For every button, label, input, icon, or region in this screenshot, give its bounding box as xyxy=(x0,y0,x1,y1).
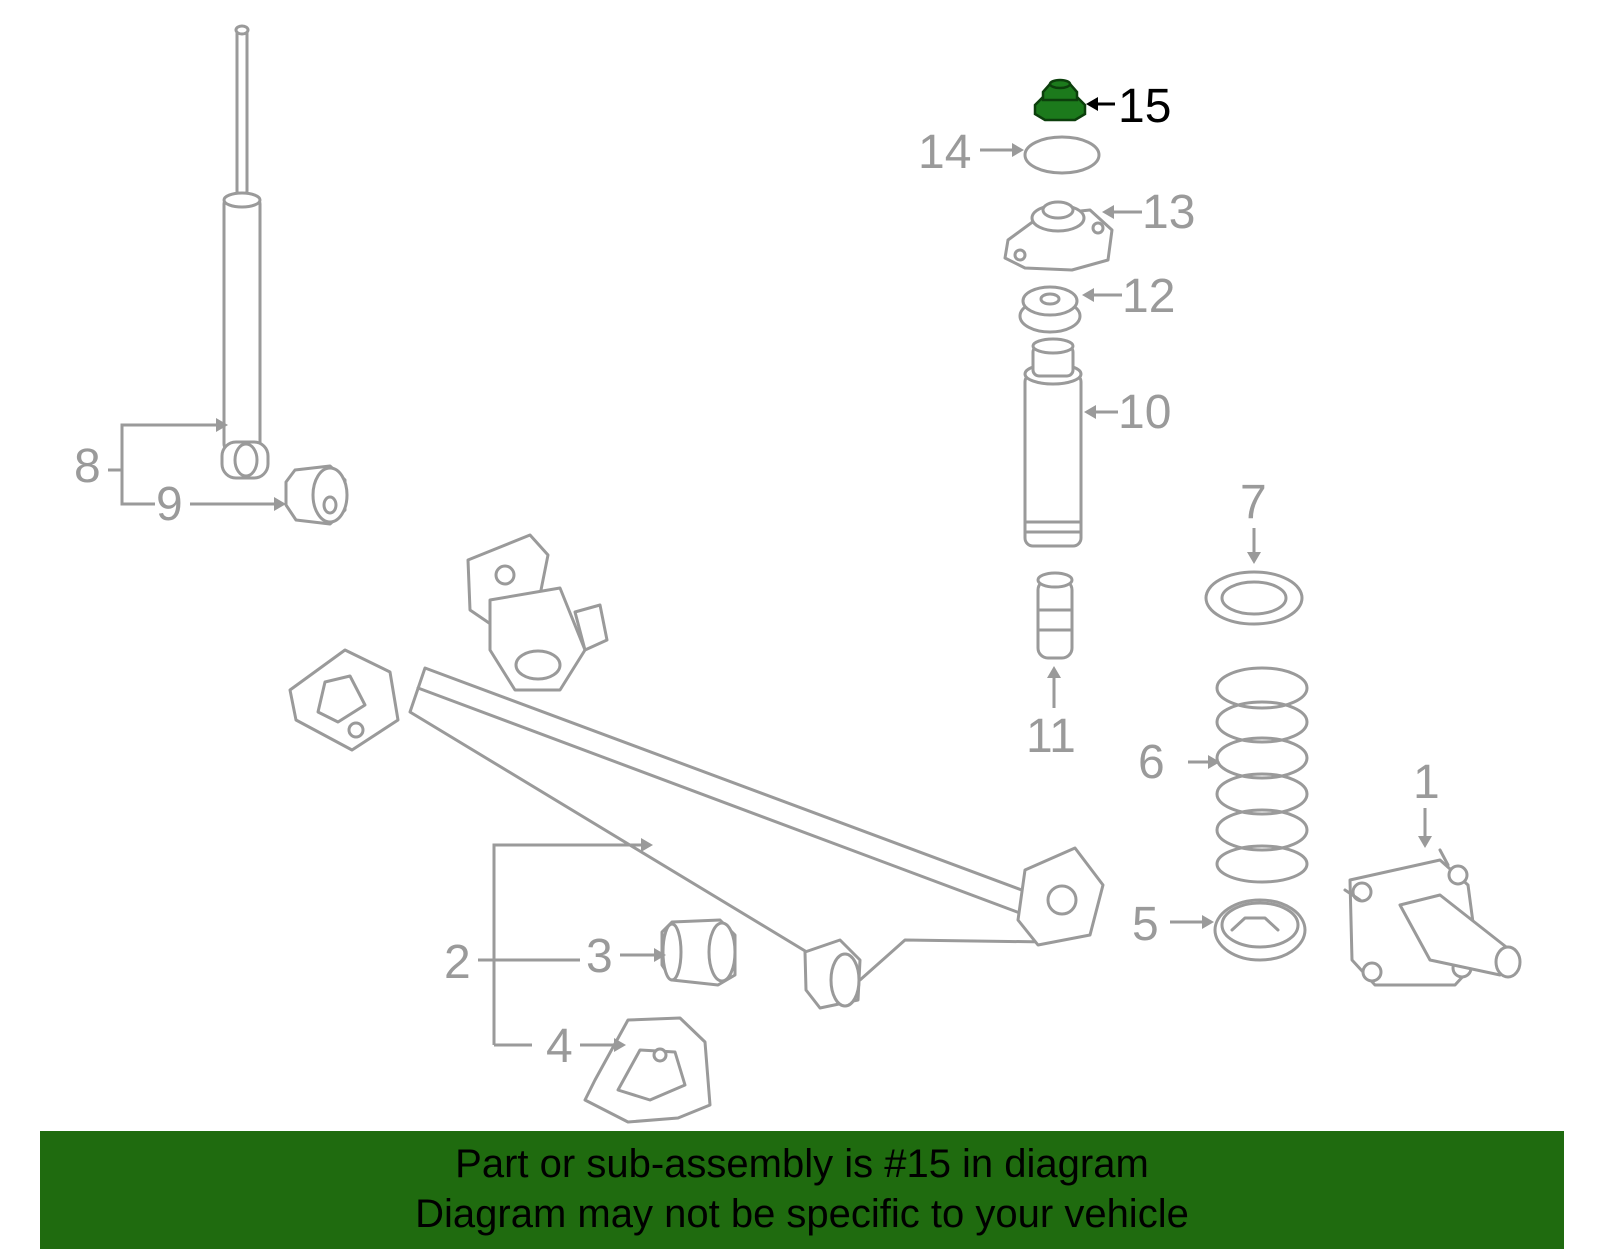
callout-6: 6 xyxy=(1138,736,1165,789)
leader-line-1 xyxy=(1418,808,1432,848)
callout-3: 3 xyxy=(586,930,613,983)
callout-4: 4 xyxy=(546,1020,573,1073)
part-6-coil-spring[interactable] xyxy=(1215,666,1309,884)
callout-8: 8 xyxy=(74,440,101,493)
leader-line-15 xyxy=(1086,97,1115,111)
part-12-bushing[interactable] xyxy=(1018,285,1082,334)
callout-11: 11 xyxy=(1026,710,1076,763)
part-10-dust-boot[interactable] xyxy=(1023,337,1083,548)
part-7-upper-spring-seat[interactable] xyxy=(1204,570,1304,626)
part-1-hub-spindle[interactable] xyxy=(1343,848,1522,987)
leader-line-8-9 xyxy=(108,418,286,511)
part-11-bump-stop[interactable] xyxy=(1036,571,1074,660)
leader-line-5 xyxy=(1170,915,1214,929)
part-13-strut-mount[interactable] xyxy=(1003,200,1114,272)
callout-5: 5 xyxy=(1132,898,1159,951)
leader-line-6 xyxy=(1188,755,1220,769)
banner-line-disclaimer: Diagram may not be specific to your vehi… xyxy=(415,1192,1189,1236)
leader-line-14 xyxy=(980,143,1024,157)
callout-1: 1 xyxy=(1413,756,1440,809)
leader-line-12 xyxy=(1082,288,1122,302)
callout-10: 10 xyxy=(1118,386,1171,439)
leader-line-13 xyxy=(1102,205,1142,219)
callout-7: 7 xyxy=(1240,476,1267,529)
callout-15: 15 xyxy=(1118,80,1171,133)
leader-line-10 xyxy=(1084,405,1118,419)
leader-line-11 xyxy=(1047,666,1061,708)
leader-line-7 xyxy=(1247,528,1261,564)
part-4-bracket[interactable] xyxy=(583,1016,712,1124)
callout-9: 9 xyxy=(156,478,183,531)
part-15-nut-highlighted[interactable] xyxy=(1033,78,1087,122)
callout-13: 13 xyxy=(1142,186,1195,239)
part-5-spring-seat[interactable] xyxy=(1213,898,1307,962)
callout-2: 2 xyxy=(444,936,471,989)
part-8-shock-absorber[interactable] xyxy=(220,24,270,480)
callout-12: 12 xyxy=(1122,270,1175,323)
part-3-bushing[interactable] xyxy=(660,918,737,987)
banner-line-part-number: Part or sub-assembly is #15 in diagram xyxy=(455,1142,1149,1186)
part-14-o-ring[interactable] xyxy=(1023,135,1101,175)
callout-14: 14 xyxy=(918,126,971,179)
info-banner: Part or sub-assembly is #15 in diagram D… xyxy=(40,1131,1564,1249)
part-2-axle-beam[interactable] xyxy=(288,533,1105,1010)
leader-line-2-3-4 xyxy=(478,838,666,1052)
part-9-bushing[interactable] xyxy=(284,464,349,526)
